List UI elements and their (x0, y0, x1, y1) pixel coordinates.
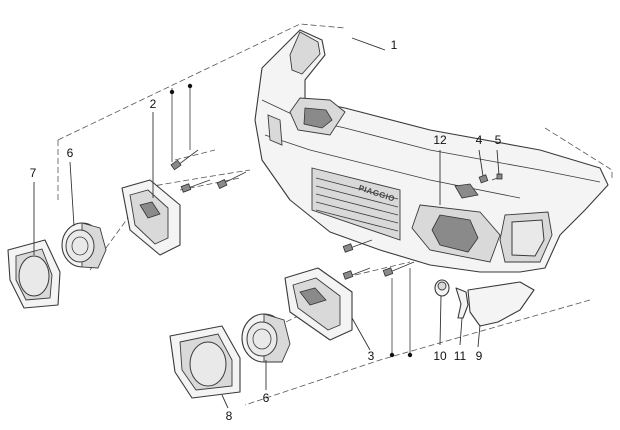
callout-1: 1 (391, 38, 398, 52)
callout-12: 12 (433, 133, 447, 147)
retaining-clip (455, 287, 469, 319)
upper-screws (169, 83, 247, 193)
bumper-grille (311, 167, 401, 241)
callout-labels: 1 2 3 4 5 6 6 7 8 9 10 11 12 (30, 38, 502, 423)
callout-4: 4 (476, 133, 483, 147)
fog-lamp-lower (241, 313, 291, 363)
rubber-plug (434, 279, 450, 297)
lower-screws (342, 239, 415, 358)
callout-10: 10 (433, 349, 447, 363)
callout-5: 5 (495, 133, 502, 147)
small-fasteners (478, 173, 503, 184)
callout-3: 3 (368, 349, 375, 363)
callout-11: 11 (454, 349, 467, 363)
fog-lamp-upper (61, 222, 107, 269)
lamp-trim-frame-lower (169, 325, 241, 399)
callout-2: 2 (150, 97, 157, 111)
side-cover-panel (467, 281, 535, 327)
lamp-trim-frame-upper (7, 239, 61, 309)
callout-6-lower: 6 (263, 391, 270, 405)
callout-7: 7 (30, 166, 37, 180)
front-bumper: PIAGGIO (254, 29, 609, 273)
right-lamp-bracket (284, 267, 353, 341)
callout-9: 9 (476, 349, 483, 363)
callout-6-upper: 6 (67, 146, 74, 160)
left-lamp-bracket (121, 179, 181, 256)
callout-8: 8 (226, 409, 233, 423)
callout-leaders (33, 37, 500, 409)
